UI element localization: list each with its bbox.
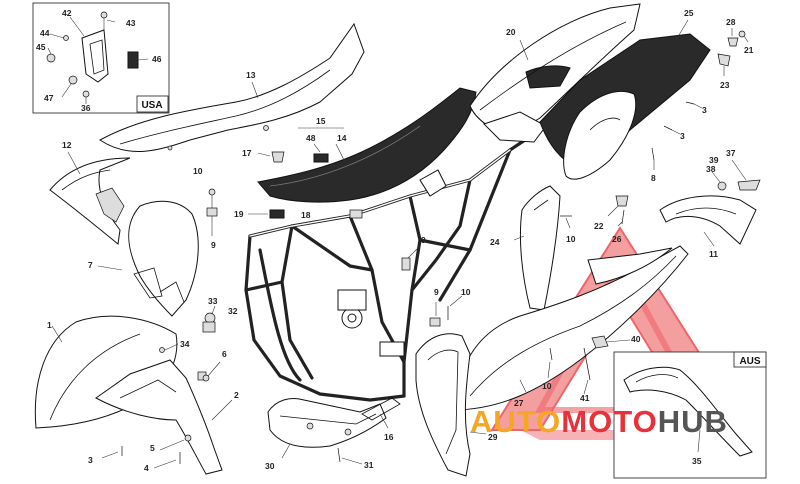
callout-label: 40 xyxy=(631,334,641,344)
usa-washer-36 xyxy=(82,90,90,98)
callout-label: 22 xyxy=(594,221,604,231)
callout-label: 32 xyxy=(228,306,238,316)
callout-label: 35 xyxy=(692,456,702,466)
usa-inset-tag: USA xyxy=(141,100,162,111)
part-7-headlight-mask xyxy=(97,200,199,317)
part-30-skid-plate xyxy=(267,398,387,459)
callout-labels: 42 43 44 45 46 47 36 13 20 25 28 21 23 3… xyxy=(36,8,754,473)
skid-hardware xyxy=(337,397,401,465)
callout-label: 17 xyxy=(242,148,252,158)
usa-inset: USA xyxy=(32,2,170,114)
callout-label: 44 xyxy=(40,28,50,38)
callout-label: 33 xyxy=(208,296,218,306)
watermark-text: AUTOMOTOHUB xyxy=(470,404,728,439)
callout-label: 42 xyxy=(62,8,72,18)
callout-label: 24 xyxy=(490,237,500,247)
callout-label: 10 xyxy=(542,381,552,391)
part-11-rear-fender xyxy=(659,195,757,247)
seat-hardware xyxy=(248,151,463,327)
callout-label: 12 xyxy=(62,140,72,150)
callout-label: 9 xyxy=(434,287,439,297)
callout-label: 45 xyxy=(36,42,46,52)
callout-label: 26 xyxy=(612,234,622,244)
part-27-side-fairing xyxy=(451,245,689,411)
callout-label: 15 xyxy=(316,116,326,126)
part-12-fork-panel xyxy=(49,151,131,245)
callout-label: 43 xyxy=(126,18,136,28)
frame xyxy=(244,128,542,402)
callout-label: 30 xyxy=(265,461,275,471)
rear-hardware xyxy=(560,195,629,229)
front-hardware xyxy=(101,188,221,469)
watermark-part-1: AUTO xyxy=(470,404,561,439)
callout-label: 48 xyxy=(306,133,316,143)
callout-label: 14 xyxy=(337,133,347,143)
callout-label: 7 xyxy=(88,260,93,270)
callout-label: 39 xyxy=(709,155,719,165)
callout-label: 41 xyxy=(580,393,590,403)
watermark-part-3: HUB xyxy=(658,404,728,439)
callout-label: 9 xyxy=(421,235,426,245)
callout-label: 31 xyxy=(364,460,374,470)
callout-label: 38 xyxy=(706,164,716,174)
part-25-tail-unit xyxy=(539,19,711,180)
usa-plate-bracket xyxy=(81,29,109,83)
usa-screw-43 xyxy=(100,11,108,19)
callout-label: 6 xyxy=(222,349,227,359)
usa-nut-47 xyxy=(68,75,78,85)
callout-label: 37 xyxy=(726,148,736,158)
callout-label: 23 xyxy=(720,80,730,90)
callout-label: 36 xyxy=(81,103,91,113)
part-2-front-fender xyxy=(95,359,233,475)
callout-label: 28 xyxy=(726,17,736,27)
aus-inset: AUS xyxy=(613,351,767,479)
callout-label: 19 xyxy=(234,209,244,219)
fairing-hardware xyxy=(547,335,631,395)
callout-label: 10 xyxy=(461,287,471,297)
callout-label: 2 xyxy=(234,390,239,400)
callout-label: 1 xyxy=(47,320,52,330)
part-20-rear-tail xyxy=(469,3,641,143)
usa-bush-44 xyxy=(63,35,69,41)
callout-label: 4 xyxy=(144,463,149,473)
callout-label: 10 xyxy=(566,234,576,244)
callout-label: 16 xyxy=(384,432,394,442)
svg-text:AUTOMOTOHUB: AUTOMOTOHUB xyxy=(470,404,728,439)
part-29-radiator-shroud xyxy=(415,333,487,477)
callout-label: 47 xyxy=(44,93,54,103)
usa-inset-tag-box xyxy=(136,95,169,113)
tail-hardware xyxy=(651,28,761,191)
callout-label: 46 xyxy=(152,54,162,64)
watermark-part-2: MOTO xyxy=(561,404,657,439)
usa-reflector-46 xyxy=(127,51,139,69)
usa-nut-45 xyxy=(46,53,56,63)
callout-label: 3 xyxy=(680,131,685,141)
callout-label: 25 xyxy=(684,8,694,18)
callout-label: 11 xyxy=(709,249,718,259)
callout-label: 18 xyxy=(301,210,311,220)
part-13-side-panel xyxy=(99,22,365,153)
callout-label: 34 xyxy=(180,339,190,349)
callout-label: 8 xyxy=(651,173,656,183)
aus-inset-tag: AUS xyxy=(739,356,760,367)
callout-label: 21 xyxy=(744,45,754,55)
callout-label: 13 xyxy=(246,70,256,80)
part-24-inner-panel xyxy=(513,185,561,311)
callout-label: 29 xyxy=(488,432,498,442)
callout-label: 20 xyxy=(506,27,516,37)
callout-label: 10 xyxy=(193,166,203,176)
callout-label: 3 xyxy=(702,105,707,115)
callout-label: 9 xyxy=(211,240,216,250)
callout-label: 27 xyxy=(514,398,524,408)
callout-label: 5 xyxy=(150,443,155,453)
aus-inset-tag-box xyxy=(733,351,767,368)
part-14-seat xyxy=(257,87,477,203)
callout-label: 3 xyxy=(88,455,93,465)
